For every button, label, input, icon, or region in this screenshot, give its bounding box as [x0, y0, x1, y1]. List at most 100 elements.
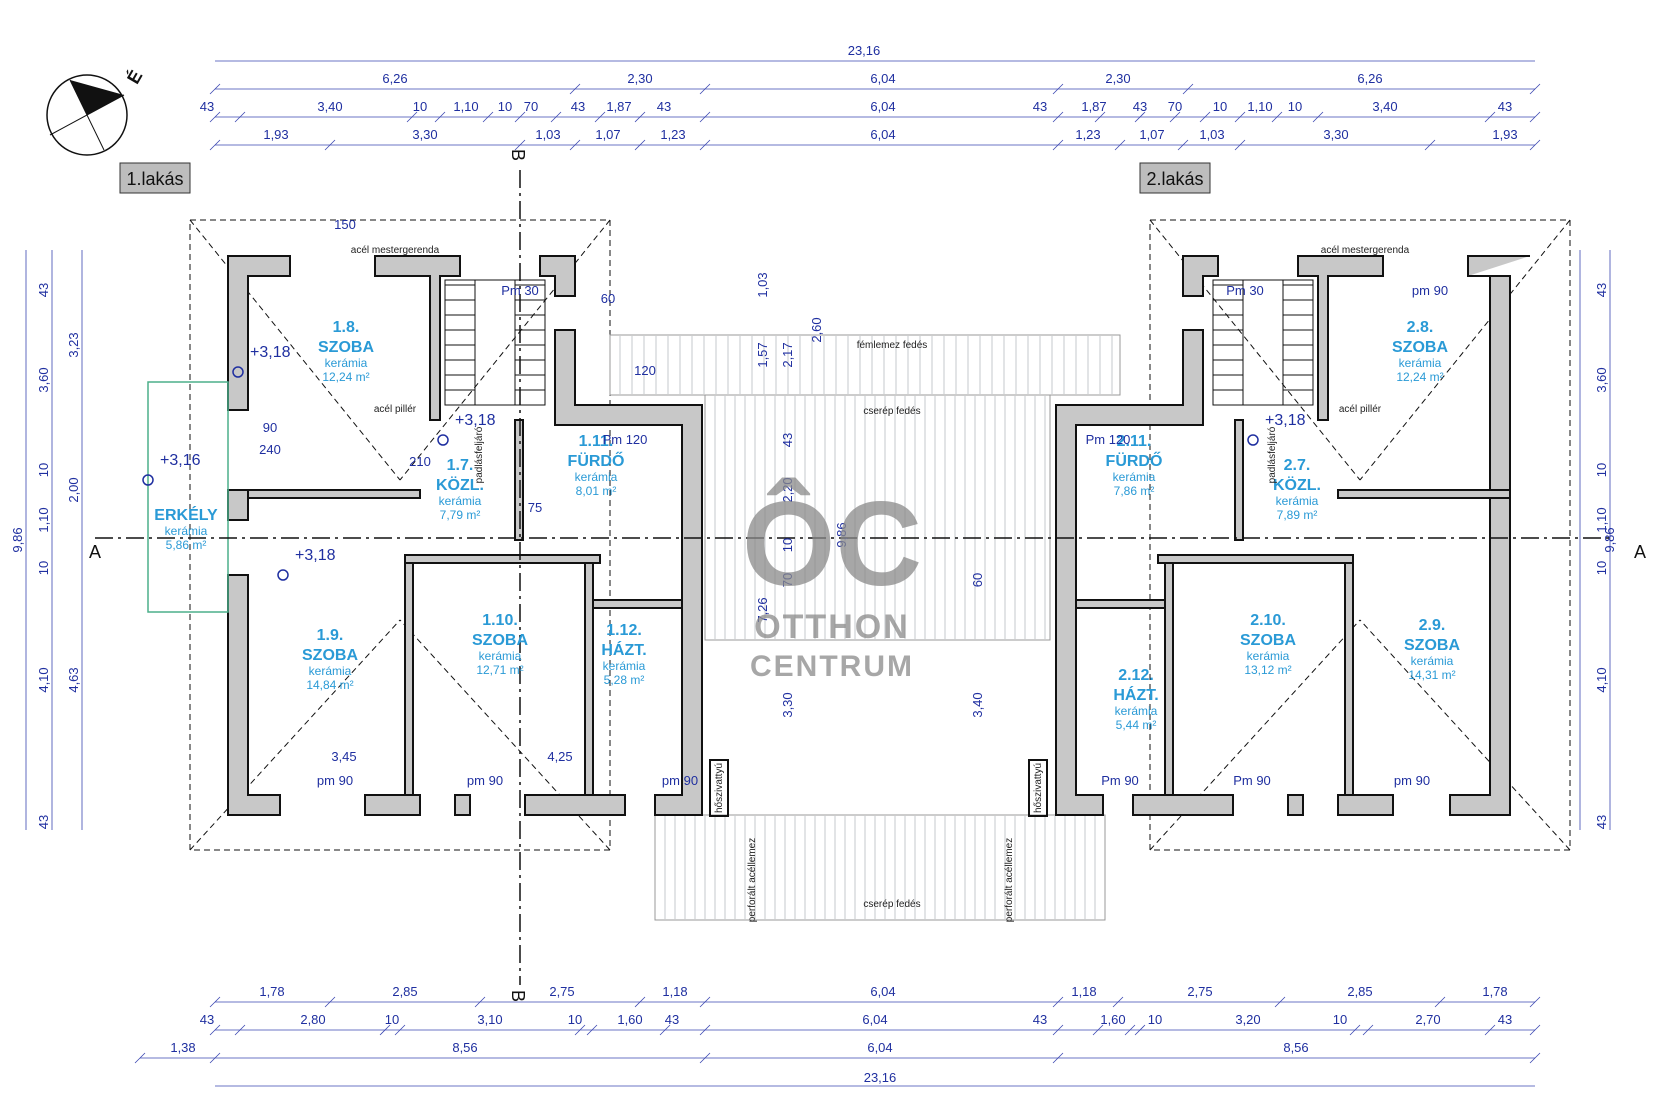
- roof-dim-8: 9,86: [834, 522, 849, 547]
- dim-top-row4-7: 1,07: [1139, 127, 1164, 142]
- dim-top-row4-5: 6,04: [870, 127, 895, 142]
- dim-bot-row2-10: 10: [1148, 1012, 1162, 1027]
- dim-bot-row1-3: 1,18: [662, 984, 687, 999]
- dim-top-row3-15: 1,10: [1247, 99, 1272, 114]
- dim-bot-row2-2: 10: [385, 1012, 399, 1027]
- room-id: 1.12.: [606, 622, 642, 639]
- room-name: SZOBA: [1392, 339, 1448, 356]
- dim-top-row3-6: 43: [571, 99, 585, 114]
- dim-top-row3-17: 3,40: [1372, 99, 1397, 114]
- level-value: +3,18: [250, 344, 291, 361]
- room-finish: kerámia: [575, 470, 618, 484]
- section-b-top: B: [508, 149, 528, 161]
- dim-top-row4-9: 3,30: [1323, 127, 1348, 142]
- opening-label-17: 150: [334, 217, 356, 232]
- dim-bot-row3-3: 8,56: [1283, 1040, 1308, 1055]
- room-name: SZOBA: [302, 647, 358, 664]
- dim-left-mid-0: 43: [36, 283, 51, 297]
- dim-bot-row2-14: 43: [1498, 1012, 1512, 1027]
- unit2-walls: [1055, 255, 1530, 816]
- opening-label-13: 240: [259, 442, 281, 457]
- dim-left-mid-3: 1,10: [36, 507, 51, 532]
- section-b-bottom: B: [508, 990, 528, 1002]
- dim-right-mid-5: 4,10: [1594, 667, 1609, 692]
- dim-top-row3-5: 70: [524, 99, 538, 114]
- dim-top-row3-0: 43: [200, 99, 214, 114]
- room-finish: kerámia: [479, 649, 522, 663]
- opening-label-11: 90: [263, 420, 277, 435]
- room-name: KÖZL.: [1273, 475, 1321, 494]
- room-area: 7,89 m²: [1277, 508, 1318, 522]
- room-area: 12,24 m²: [322, 370, 369, 384]
- dim-top-row2-4: 6,26: [1357, 71, 1382, 86]
- unit1-tag: 1.lakás: [119, 162, 191, 194]
- room-finish: kerámia: [1399, 356, 1442, 370]
- room-name: SZOBA: [1404, 637, 1460, 654]
- level-marker: +3,18: [277, 547, 336, 581]
- opening-label-14: 75: [528, 500, 542, 515]
- dim-bot-row2-7: 6,04: [862, 1012, 887, 1027]
- room-finish: kerámia: [309, 664, 352, 678]
- note-attic-2: padlásfeljáró: [1267, 426, 1278, 483]
- watermark-logo: ÔC: [742, 476, 922, 611]
- opening-label-2: pm 90: [662, 773, 698, 788]
- note-steel-beam-1: acél mestergerenda: [351, 245, 440, 256]
- opening-label-19: 4,25: [547, 749, 572, 764]
- unit2-label: 2.lakás: [1146, 169, 1203, 189]
- dim-top-row3-16: 10: [1288, 99, 1302, 114]
- dim-top-row3-13: 70: [1168, 99, 1182, 114]
- room-name: SZOBA: [472, 632, 528, 649]
- dim-bot-row2-9: 1,60: [1100, 1012, 1125, 1027]
- opening-label-4: Pm 90: [1233, 773, 1271, 788]
- unit1-label: 1.lakás: [126, 169, 183, 189]
- dim-top-row3-9: 6,04: [870, 99, 895, 114]
- note-perforated-2: perforált acéllemez: [1004, 838, 1015, 922]
- room-finish: kerámia: [1247, 649, 1290, 663]
- dim-left-mid-1: 3,60: [36, 367, 51, 392]
- dim-top-row3-3: 1,10: [453, 99, 478, 114]
- north-label: É: [122, 66, 146, 87]
- dim-top-row2-0: 6,26: [382, 71, 407, 86]
- room-area: 13,12 m²: [1244, 663, 1291, 677]
- dim-top-row3-2: 10: [413, 99, 427, 114]
- level-value: +3,18: [1265, 412, 1306, 429]
- dim-top-row4-6: 1,23: [1075, 127, 1100, 142]
- dim-bot-row1-6: 2,75: [1187, 984, 1212, 999]
- room-finish: kerámia: [1411, 654, 1454, 668]
- north-arrow-icon: É: [46, 66, 146, 156]
- note-chimney-1: hőszivattyú: [714, 763, 725, 813]
- dim-bot-row2-0: 43: [200, 1012, 214, 1027]
- room-finish: kerámia: [439, 494, 482, 508]
- room-name: SZOBA: [1240, 632, 1296, 649]
- opening-label-15: 60: [601, 291, 615, 306]
- note-chimney-2: hőszivattyú: [1033, 763, 1044, 813]
- dim-left-inner-0: 3,23: [66, 332, 81, 357]
- roof-dim-9: 7,26: [755, 597, 770, 622]
- section-axes: A A B B: [89, 149, 1646, 1002]
- dim-overall-top: 23,16: [848, 43, 881, 58]
- dim-left-outer: 9,86: [10, 527, 25, 552]
- opening-label-8: Pm 30: [1226, 283, 1264, 298]
- room-id: 1.7.: [447, 457, 474, 474]
- dim-bot-row2-8: 43: [1033, 1012, 1047, 1027]
- dim-top-row3-4: 10: [498, 99, 512, 114]
- roof-dim-5: 2,20: [780, 477, 795, 502]
- opening-label-18: 3,45: [331, 749, 356, 764]
- dim-left-mid-2: 10: [36, 463, 51, 477]
- room-name: SZOBA: [318, 339, 374, 356]
- dim-bot-row2-12: 10: [1333, 1012, 1347, 1027]
- dim-top-row4-8: 1,03: [1199, 127, 1224, 142]
- dim-bot-row2-4: 10: [568, 1012, 582, 1027]
- level-value: +3,16: [160, 452, 201, 469]
- room-area: 5,28 m²: [604, 673, 645, 687]
- watermark-line1: OTTHON: [754, 608, 910, 646]
